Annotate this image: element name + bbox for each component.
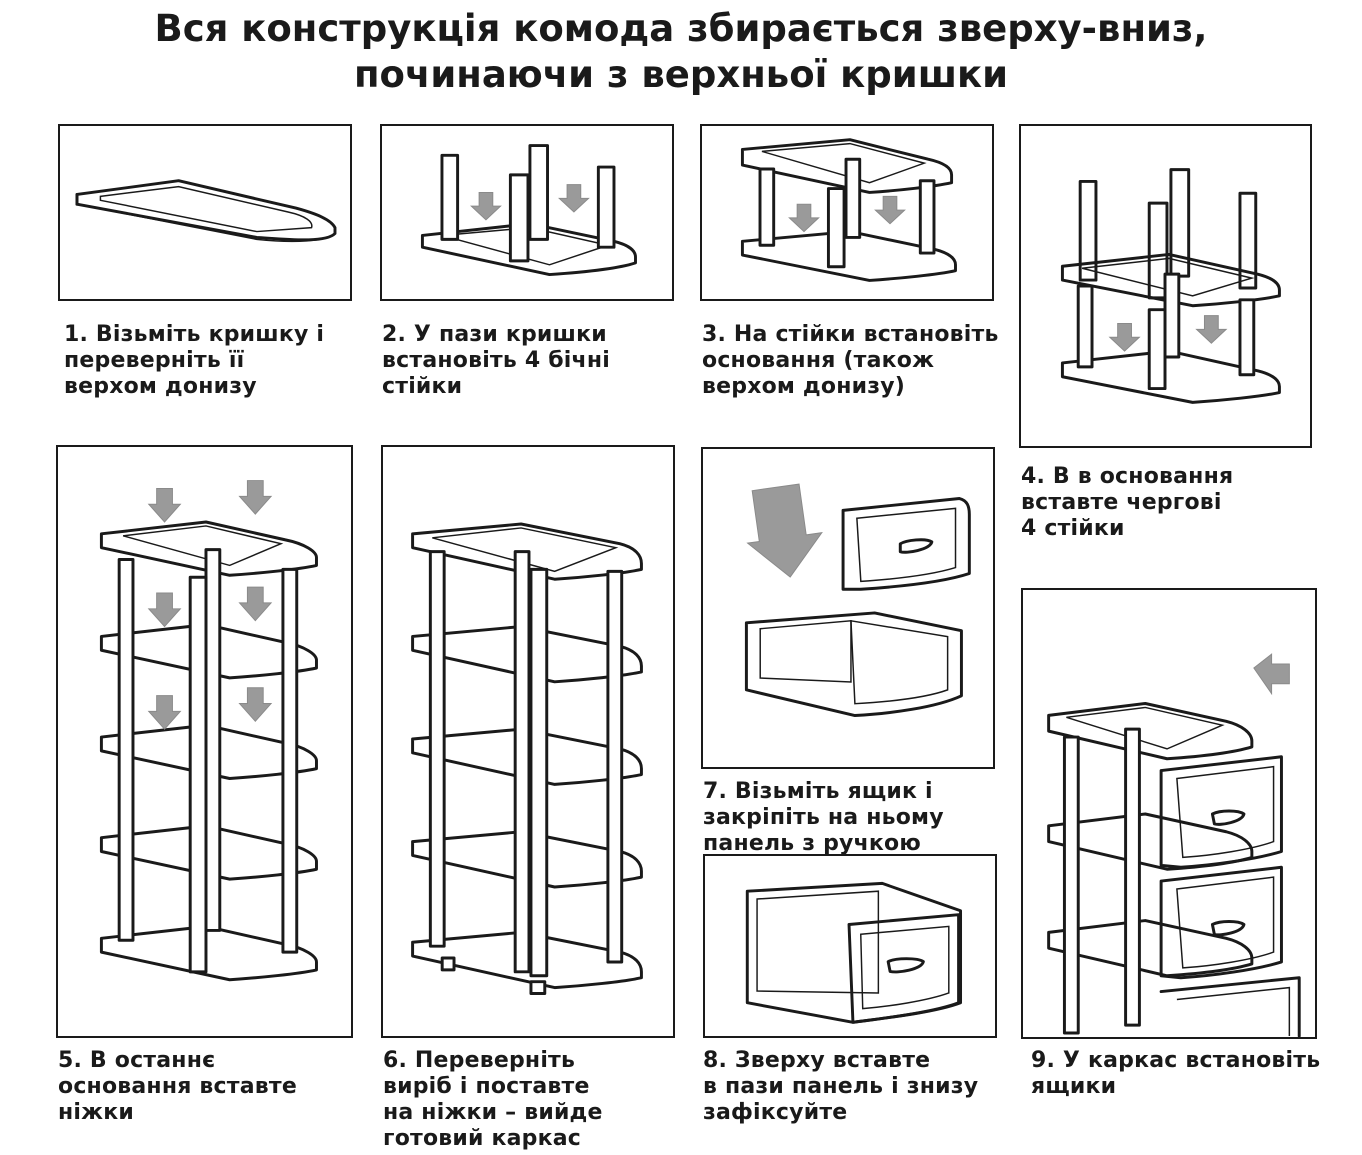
step-4-illustration bbox=[1019, 124, 1312, 448]
down-arrow-icon bbox=[746, 483, 823, 578]
step-3-illustration bbox=[700, 124, 994, 301]
down-arrow-icon bbox=[147, 487, 182, 523]
step-2-illustration bbox=[380, 124, 674, 301]
down-arrow-icon bbox=[1195, 315, 1228, 344]
step-4-caption: 4. В в основання вставте чергові 4 стійк… bbox=[1021, 464, 1234, 541]
page-title: Вся конструкція комода збирається зверху… bbox=[0, 6, 1362, 98]
down-arrow-icon bbox=[238, 687, 273, 723]
step-8-caption: 8. Зверху вставте в пази панель і знизу … bbox=[703, 1048, 979, 1125]
down-arrow-icon bbox=[470, 191, 502, 221]
down-arrow-icon bbox=[1108, 322, 1141, 352]
step-9-caption: 9. У каркас встановіть ящики bbox=[1031, 1048, 1321, 1099]
left-arrow-icon bbox=[1253, 653, 1290, 696]
step-5-illustration bbox=[56, 445, 353, 1038]
step-9-illustration bbox=[1021, 588, 1317, 1039]
down-arrow-icon bbox=[238, 586, 273, 622]
down-arrow-icon bbox=[238, 480, 273, 515]
step-5-caption: 5. В останнє основання вставте ніжки bbox=[58, 1048, 297, 1125]
step-3-caption: 3. На стійки встановіть основання (також… bbox=[702, 322, 999, 399]
drawer-handle-icon bbox=[1210, 809, 1246, 826]
down-arrow-icon bbox=[147, 592, 182, 628]
step-8-illustration bbox=[703, 854, 997, 1038]
down-arrow-icon bbox=[874, 195, 906, 225]
down-arrow-icon bbox=[558, 184, 590, 213]
drawer-handle-icon bbox=[1210, 920, 1246, 937]
title-line-1: Вся конструкція комода збирається зверху… bbox=[154, 7, 1208, 50]
step-2-caption: 2. У пази кришки встановіть 4 бічні стій… bbox=[382, 322, 610, 399]
down-arrow-icon bbox=[788, 203, 820, 233]
drawer-handle-icon bbox=[898, 538, 934, 554]
step-6-illustration bbox=[381, 445, 675, 1038]
title-line-2: починаючи з верхньої кришки bbox=[353, 53, 1009, 96]
drawer-handle-icon bbox=[886, 957, 925, 974]
down-arrow-icon bbox=[147, 695, 182, 730]
step-7-caption: 7. Візьміть ящик і закріпіть на ньому па… bbox=[703, 779, 944, 856]
step-6-caption: 6. Переверніть виріб і поставте на ніжки… bbox=[383, 1048, 603, 1151]
step-1-illustration bbox=[58, 124, 352, 301]
step-7-illustration bbox=[701, 447, 995, 769]
step-1-caption: 1. Візьміть кришку і переверніть її верх… bbox=[64, 322, 325, 399]
